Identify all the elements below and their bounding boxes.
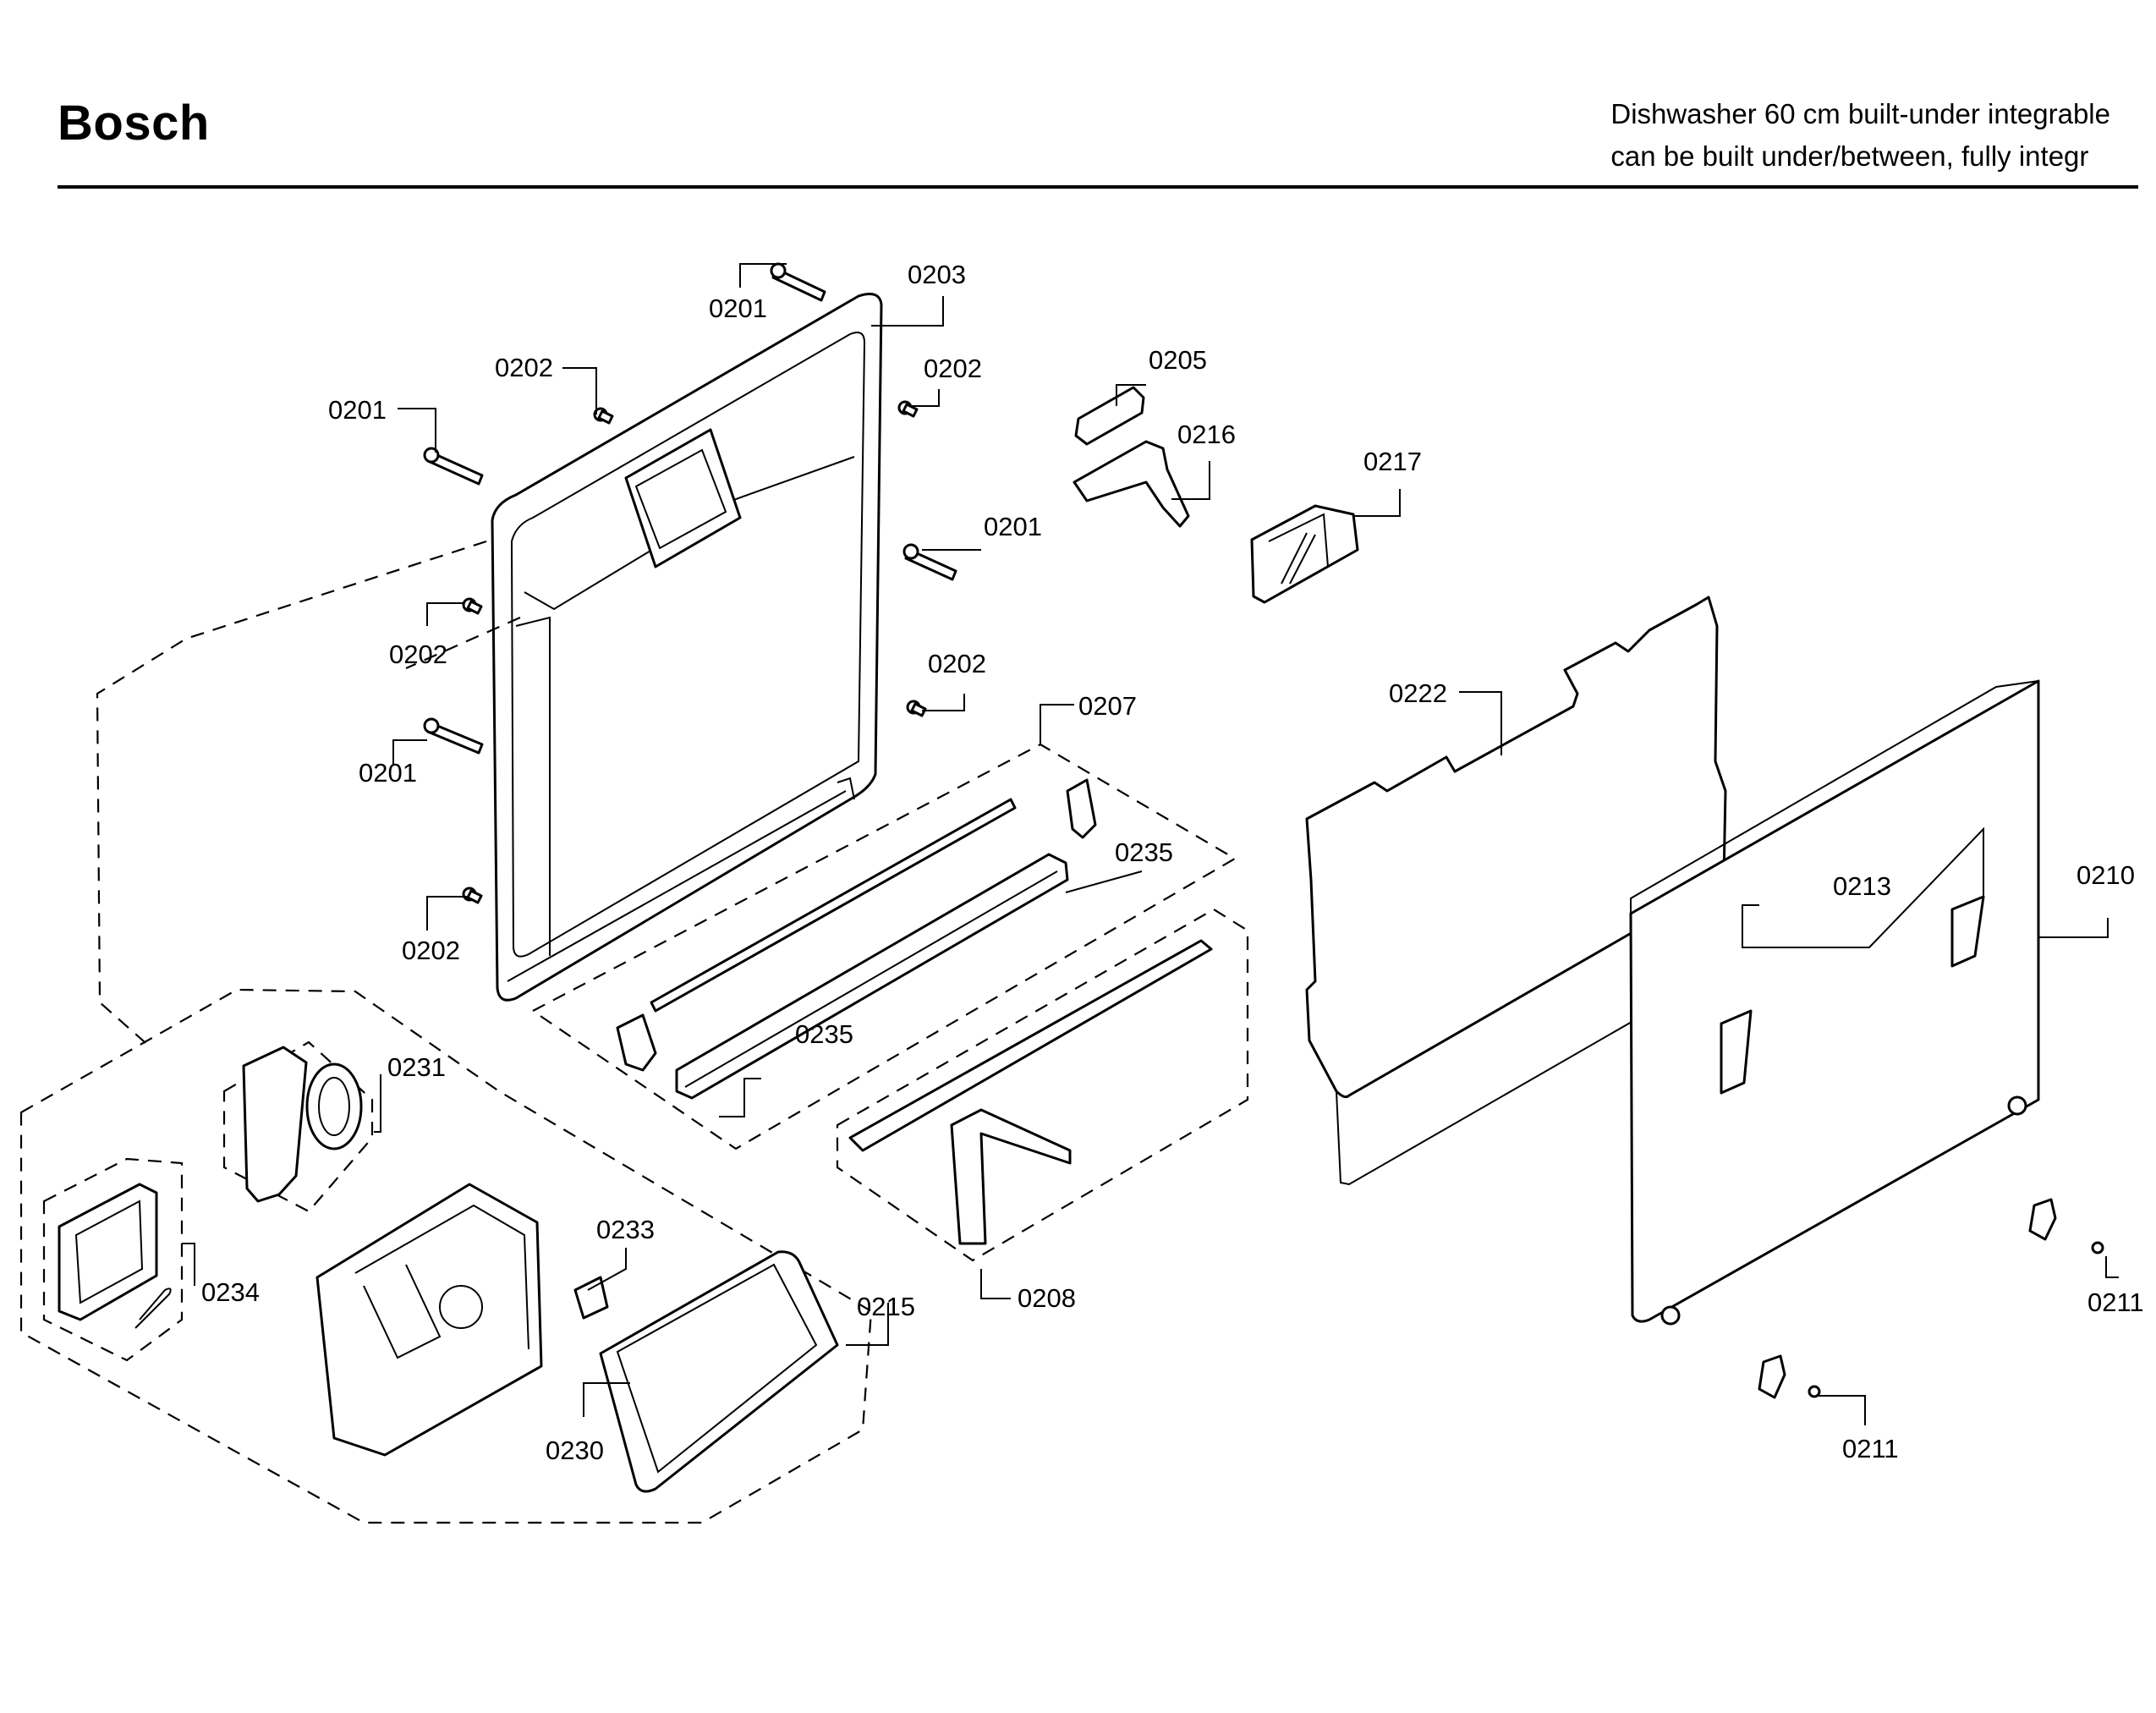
callout-label: 0203 [908, 260, 966, 289]
callout-label: 0202 [402, 936, 460, 965]
cover-panel [1250, 504, 1359, 604]
assembly-connector-left [96, 540, 487, 1048]
rail-parts [616, 778, 1097, 1100]
callout-label: 0202 [924, 354, 982, 383]
brand-title: Bosch [58, 96, 210, 151]
duct-parts [242, 1046, 363, 1203]
callout-label: 0205 [1149, 345, 1207, 375]
callout-label: 0234 [201, 1277, 260, 1307]
rod-parts [848, 939, 1213, 1245]
callout-label: 0210 [2076, 860, 2135, 890]
callout-label: 0202 [495, 353, 553, 382]
door-inner-frame [491, 293, 883, 1002]
leader-lines [182, 263, 2119, 1425]
callout-labels: 0201 0203 0202 0202 0201 0205 0216 0217 … [201, 260, 2144, 1465]
callout-label: 0215 [857, 1292, 915, 1321]
model-line-1: Dishwasher 60 cm built-under integrable [1610, 98, 2110, 129]
callout-label: 0233 [596, 1215, 655, 1244]
callout-label: 0201 [984, 512, 1042, 541]
header-rule [58, 185, 2138, 189]
callout-label: 0230 [546, 1436, 604, 1465]
callout-label: 0211 [2087, 1287, 2144, 1317]
outer-door-panel [1629, 679, 2040, 1326]
hinge-parts [1073, 386, 1190, 528]
duct-group-outline [222, 1040, 374, 1213]
callout-label: 0202 [389, 640, 447, 669]
model-description: Dishwasher 60 cm built-under integrable … [1610, 93, 2110, 178]
callout-label: 0231 [387, 1052, 446, 1082]
screw-group-left [423, 262, 957, 904]
callout-label: 0208 [1018, 1283, 1076, 1313]
callout-label: 0201 [359, 758, 417, 788]
sensor-parts [58, 1183, 172, 1329]
hinge-brackets-bottom [1758, 1198, 2104, 1399]
callout-label: 0222 [1389, 678, 1447, 708]
model-line-2: can be built under/between, fully integr [1610, 140, 2089, 172]
callout-label: 0235 [795, 1019, 853, 1049]
callout-label: 0235 [1115, 837, 1173, 867]
control-module-group-outline [19, 988, 873, 1524]
rod-group-outline [836, 908, 1249, 1262]
control-module-parts [315, 1183, 839, 1493]
callout-label: 0207 [1078, 691, 1137, 721]
callout-label: 0201 [328, 395, 387, 425]
callout-label: 0202 [928, 649, 986, 678]
callout-label: 0213 [1833, 871, 1891, 901]
sensor-group-outline [42, 1157, 184, 1362]
callout-label: 0216 [1177, 420, 1236, 449]
callout-label: 0217 [1363, 447, 1422, 476]
callout-label: 0201 [709, 294, 767, 323]
callout-label: 0211 [1842, 1434, 1899, 1463]
assembly-connector-upper [405, 616, 521, 670]
